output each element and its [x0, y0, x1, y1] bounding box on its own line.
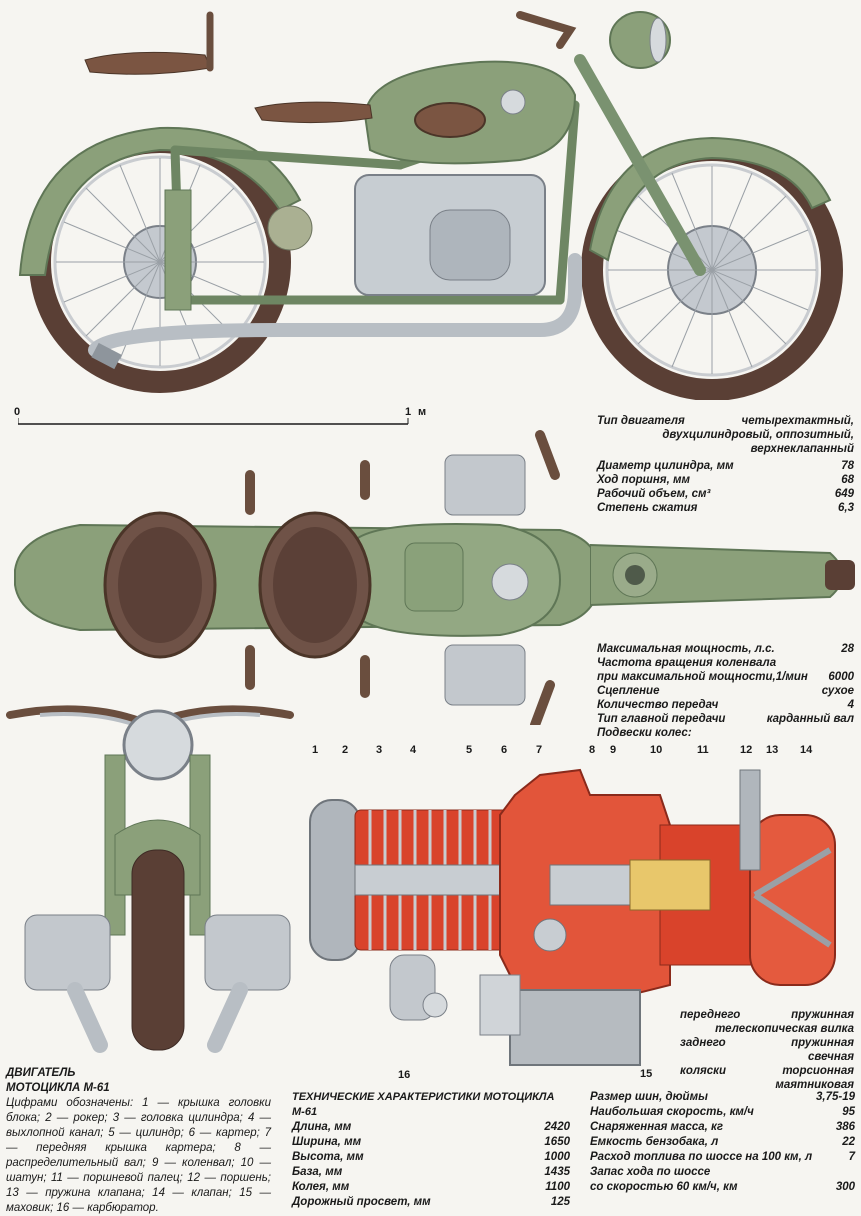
range-value: 300 [835, 1181, 855, 1193]
part-number-10: 10 [650, 744, 663, 756]
tech-value: 2420 [544, 1121, 570, 1133]
tech-label: Дорожный просвет, мм [292, 1196, 431, 1208]
part-number-1: 1 [312, 744, 319, 756]
rear-suspension-label: заднего [680, 1037, 726, 1049]
engine-type-line3: верхнеклапанный [750, 443, 854, 455]
perf-label: Емкость бензобака, л [590, 1136, 719, 1148]
part-number-9: 9 [610, 744, 617, 756]
engine-type-line2: двухцилиндровый, оппозитный, [662, 429, 854, 441]
suspension-block: переднего пружинная телескопическая вилка… [680, 1008, 854, 1092]
part-number-8: 8 [589, 744, 596, 756]
perf-label: Наибольшая скорость, км/ч [590, 1106, 754, 1118]
rpm-value: 6000 [828, 671, 854, 683]
part-number-11: 11 [697, 744, 709, 756]
part-number-7: 7 [536, 744, 543, 756]
scale-zero-label: 0 [14, 406, 21, 418]
rear-suspension-value: пружинная [791, 1037, 854, 1049]
range-line1: Запас хода по шоссе [590, 1166, 711, 1178]
engine-legend-text: Цифрами обозначены: 1 — крышка головки б… [6, 1097, 271, 1214]
sidecar-suspension-label: коляски [680, 1065, 727, 1077]
tech-label: База, мм [292, 1166, 343, 1178]
perf-label: Расход топлива по шоссе на 100 км, л [590, 1151, 813, 1163]
sidecar-suspension-value: торсионная [782, 1065, 854, 1077]
power-specs-block: Максимальная мощность, л.с. 28 Частота вр… [597, 642, 854, 740]
top-view-illustration [0, 425, 600, 725]
part-number-2: 2 [342, 744, 349, 756]
legend-title-line1: ДВИГАТЕЛЬ [6, 1067, 76, 1079]
tech-value: 1650 [544, 1136, 570, 1148]
spec-label: Количество передач [597, 699, 719, 711]
rpm-label: при максимальной мощности,1/мин [597, 671, 808, 683]
spec-label: Сцепление [597, 685, 660, 697]
sidecar-suspension-type: маятниковая [775, 1079, 854, 1091]
spec-label: Ход поршня, мм [597, 474, 690, 486]
part-number-13: 13 [766, 744, 779, 756]
tech-label: Колея, мм [292, 1181, 350, 1193]
spec-value: 78 [841, 460, 854, 472]
max-power-label: Максимальная мощность, л.с. [597, 643, 775, 655]
tech-label: Ширина, мм [292, 1136, 362, 1148]
part-number-3: 3 [376, 744, 383, 756]
performance-specs-block: Размер шин, дюймы 3,75-19 Наибольшая скор… [590, 1090, 855, 1195]
spec-label: Тип главной передачи [597, 713, 726, 725]
side-view-illustration [0, 0, 861, 400]
scale-bar [17, 410, 418, 430]
max-power-value: 28 [841, 643, 854, 655]
perf-value: 95 [842, 1106, 855, 1118]
front-suspension-value: пружинная [791, 1009, 854, 1021]
engine-type-line1: четырехтактный, [741, 415, 854, 427]
part-number-14: 14 [800, 744, 813, 756]
engine-type-label: Тип двигателя [597, 415, 685, 427]
legend-title-line2: МОТОЦИКЛА М-61 [6, 1082, 110, 1094]
spec-value: сухое [821, 685, 854, 697]
top-view-front-illustration [590, 525, 861, 625]
tech-label: Высота, мм [292, 1151, 364, 1163]
front-suspension-type: телескопическая вилка [715, 1023, 854, 1035]
tech-specs-block: ТЕХНИЧЕСКИЕ ХАРАКТЕРИСТИКИ МОТОЦИКЛА М-6… [292, 1090, 570, 1210]
perf-value: 7 [848, 1151, 855, 1163]
scale-unit-label: м [418, 406, 427, 418]
tech-value: 1435 [544, 1166, 570, 1178]
spec-value: 68 [841, 474, 854, 486]
tech-value: 1100 [545, 1181, 570, 1193]
perf-value: 22 [842, 1136, 855, 1148]
part-number-6: 6 [501, 744, 508, 756]
spec-value: 649 [834, 488, 854, 500]
part-number-15: 15 [640, 1068, 653, 1080]
spec-label: Рабочий объем, см³ [597, 488, 711, 500]
part-number-4: 4 [410, 744, 417, 756]
part-number-16: 16 [398, 1069, 411, 1081]
rpm-line1: Частота вращения коленвала [597, 657, 777, 669]
perf-value: 386 [835, 1121, 855, 1133]
tech-specs-title: ТЕХНИЧЕСКИЕ ХАРАКТЕРИСТИКИ МОТОЦИКЛА М-6… [292, 1091, 555, 1118]
engine-cutaway-illustration [300, 755, 860, 1070]
spec-value: 4 [847, 699, 854, 711]
spec-label: Степень сжатия [597, 502, 698, 514]
engine-legend-title: ДВИГАТЕЛЬ МОТОЦИКЛА М-61 [6, 1066, 276, 1096]
scale-one-label: 1 [405, 406, 412, 418]
front-view-illustration [0, 695, 300, 1065]
spec-label: Диаметр цилиндра, мм [597, 460, 734, 472]
tech-value: 1000 [544, 1151, 570, 1163]
spec-value: карданный вал [766, 713, 854, 725]
front-suspension-label: переднего [680, 1009, 741, 1021]
range-label: со скоростью 60 км/ч, км [590, 1181, 738, 1193]
perf-value: 3,75-19 [815, 1091, 855, 1103]
suspension-heading: Подвески колес: [597, 727, 692, 739]
spec-value: 6,3 [838, 502, 854, 514]
part-number-12: 12 [740, 744, 753, 756]
tech-value: 125 [550, 1196, 570, 1208]
part-number-5: 5 [466, 744, 473, 756]
engine-specs-block: Тип двигателя четырехтактный, двухцилиндр… [597, 414, 854, 515]
rear-suspension-type: свечная [808, 1051, 854, 1063]
perf-label: Размер шин, дюймы [590, 1091, 708, 1103]
tech-label: Длина, мм [292, 1121, 352, 1133]
perf-label: Снаряженная масса, кг [590, 1121, 724, 1133]
